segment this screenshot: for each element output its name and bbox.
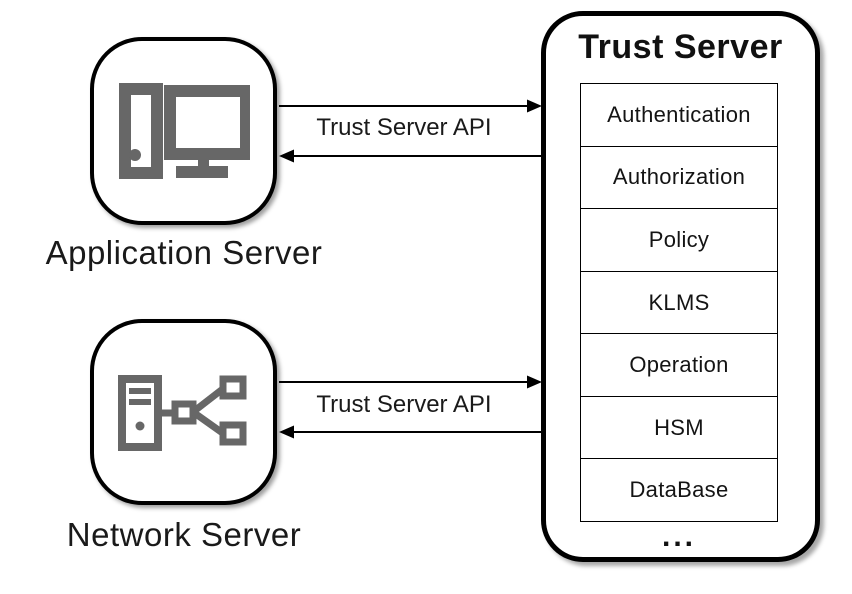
- more-modules-ellipsis: ...: [661, 520, 696, 553]
- module-cell-klms: KLMS: [581, 272, 777, 335]
- trust-to-net-arrow: [279, 425, 541, 439]
- network-server-label: Network Server: [66, 516, 302, 553]
- network-topology-icon: [117, 375, 246, 451]
- module-cell-hsm: HSM: [581, 397, 777, 460]
- module-cell-authorization: Authorization: [581, 147, 777, 210]
- trust-to-app-arrow: [279, 149, 541, 163]
- trust-server-api-label-app: Trust Server API: [316, 114, 492, 141]
- module-cell-operation: Operation: [581, 334, 777, 397]
- application-server-node: [90, 37, 277, 225]
- network-server-node: [90, 319, 277, 505]
- module-cell-authentication: Authentication: [581, 84, 777, 147]
- module-cell-database: DataBase: [629, 477, 729, 503]
- desktop-computer-icon: [118, 83, 250, 179]
- app-to-trust-arrow: [279, 99, 542, 113]
- net-to-trust-arrow: [279, 375, 542, 389]
- trust-server-api-label-net: Trust Server API: [316, 391, 492, 418]
- trust-server-title: Trust Server: [578, 28, 783, 66]
- trust-server-module-table: Authentication Authorization Policy KLMS…: [580, 83, 778, 522]
- module-cell-policy: Policy: [581, 209, 777, 272]
- application-server-label: Application Server: [45, 234, 323, 271]
